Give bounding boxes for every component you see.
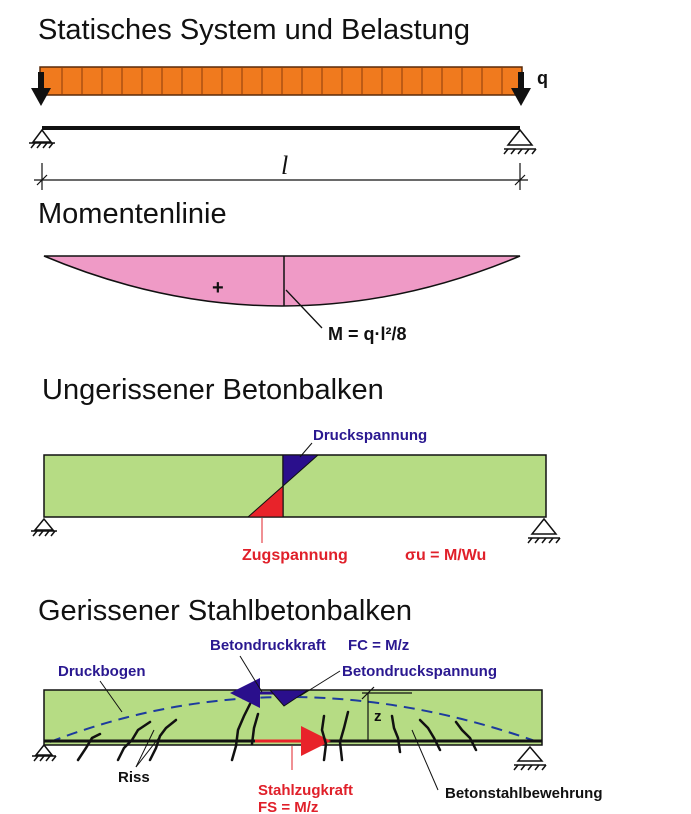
lever-arm-label: z <box>374 708 382 725</box>
steel-force-label: Stahlzugkraft <box>258 782 353 799</box>
concrete-stress-block <box>268 689 310 707</box>
moment-sign: + <box>212 277 224 299</box>
cracked-title: Gerissener Stahlbetonbalken <box>38 595 413 627</box>
arch-label: Druckbogen <box>58 663 146 680</box>
uncracked-title: Ungerissener Betonbalken <box>42 374 384 406</box>
tension-label: Zugspannung <box>242 547 348 564</box>
tension-stress-block <box>246 484 284 518</box>
steel-force-formula: FS = M/z <box>258 799 318 814</box>
uncracked-roller-support <box>527 517 561 544</box>
concrete-force-leader <box>239 655 263 693</box>
load-arrow-left <box>31 72 51 106</box>
rebar-label: Betonstahlbewehrung <box>445 785 603 802</box>
moment-diagram <box>43 255 521 307</box>
load-label: q <box>537 68 548 88</box>
pin-support-left <box>29 128 55 149</box>
concrete-stress-label: Betondruckspannung <box>342 663 497 680</box>
cracked-pin-support <box>32 743 57 762</box>
span-label: l <box>281 151 288 180</box>
moment-leader <box>285 289 323 329</box>
stress-formula: σu = M/Wu <box>405 547 486 564</box>
compression-label: Druckspannung <box>313 427 427 444</box>
cracked-roller-support <box>513 745 547 771</box>
moment-title: Momentenlinie <box>38 198 227 230</box>
span-dimension <box>34 163 528 190</box>
concrete-force-formula: FC = M/z <box>348 637 409 654</box>
system-title: Statisches System und Belastung <box>38 14 471 46</box>
compression-leader <box>299 442 313 458</box>
concrete-force-label: Betondruckkraft <box>210 637 326 654</box>
moment-formula: M = q·l²/8 <box>328 324 407 344</box>
rebar-leader <box>411 729 439 791</box>
load-arrow-right <box>511 72 531 106</box>
uncracked-pin-support <box>31 517 57 537</box>
roller-support-right <box>503 128 537 155</box>
distributed-load <box>39 66 523 96</box>
uncracked-beam <box>43 454 547 518</box>
lever-arm-dimension <box>361 686 412 741</box>
compression-stress-block <box>282 454 320 488</box>
crack-leaders <box>135 725 169 768</box>
crack-label: Riss <box>118 769 150 786</box>
concrete-stress-leader <box>299 670 341 697</box>
arch-leader <box>99 680 123 713</box>
